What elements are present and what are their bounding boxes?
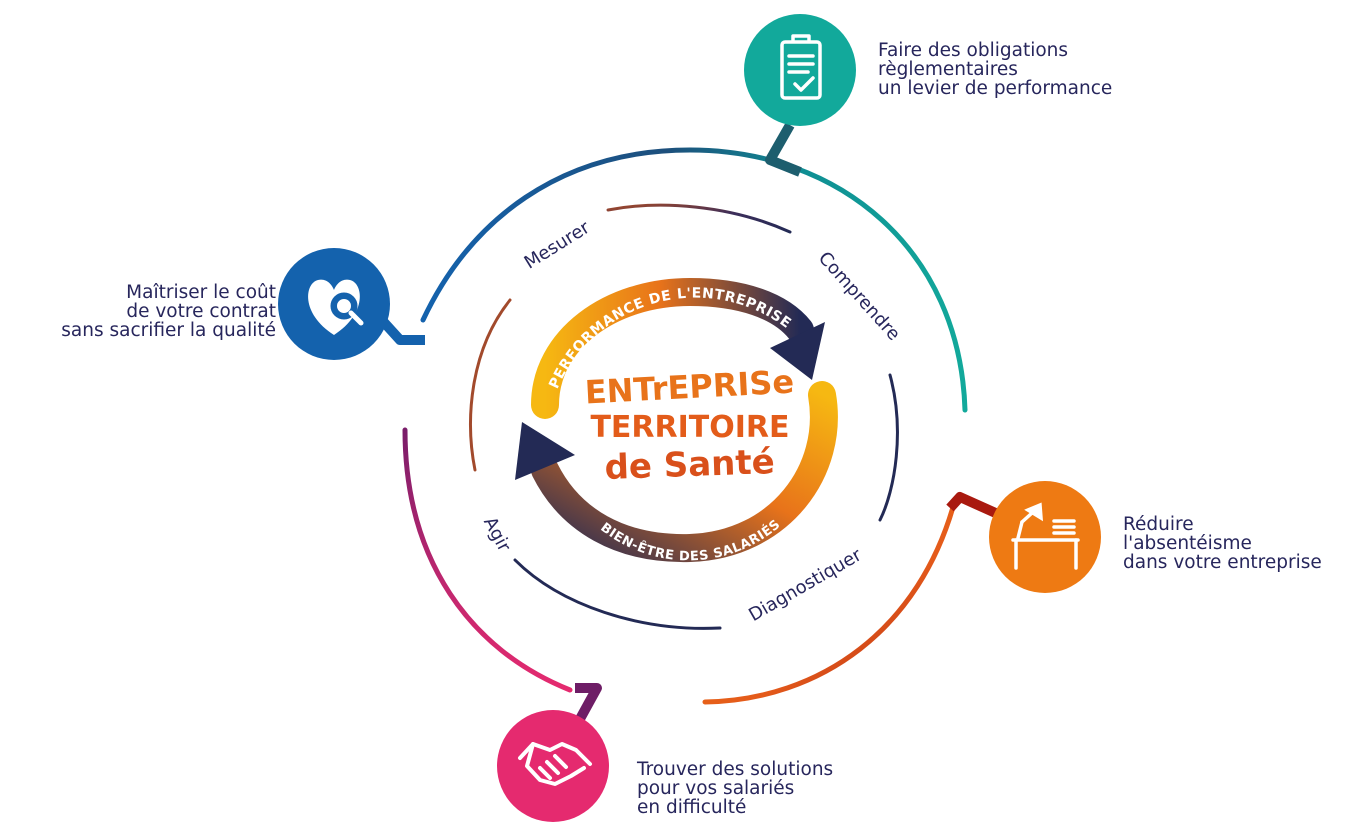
connector-absenteisme [946, 492, 1003, 520]
caption-line: règlementaires [878, 59, 1018, 80]
center-title-line1: ENTrEPRISe [584, 363, 795, 412]
middle-arc-right [878, 373, 899, 522]
connector-obligations [765, 122, 802, 177]
benefit-cout-badge [278, 248, 390, 360]
caption-line: sans sacrifier la qualité [61, 320, 276, 341]
outer-arc-right [702, 497, 958, 705]
clipboard-check-icon [780, 34, 822, 100]
caption-line: un levier de performance [878, 78, 1113, 99]
benefit-obligations-text: Faire des obligations règlementaires un … [878, 41, 1112, 98]
benefit-cout-text: Maîtriser le coût de votre contrat sans … [61, 283, 276, 340]
middle-arc-bottom [513, 558, 722, 630]
caption-line: pour vos salariés [637, 778, 795, 799]
center-title-line2: TERRITOIRE [590, 410, 789, 445]
outer-arc-top [420, 147, 968, 413]
center-title-line3: de Santé [604, 442, 775, 488]
connector-solutions [570, 683, 602, 731]
heart-magnifier-icon [308, 279, 364, 335]
caption-line: Réduire [1123, 514, 1194, 535]
arrow-bottom-head [515, 422, 575, 480]
caption-line: en difficulté [637, 797, 747, 818]
desk-lamp-icon [1011, 502, 1080, 570]
arrow-bottom-band [531, 381, 838, 563]
connector-cout [376, 314, 425, 345]
caption-line: l'absentéisme [1123, 533, 1252, 554]
arrow-top-head [770, 322, 825, 380]
benefit-solutions-badge [497, 710, 609, 822]
caption-line: dans votre entreprise [1123, 552, 1322, 573]
caption-line: Faire des obligations [878, 40, 1069, 61]
outer-arc-left [402, 427, 573, 693]
caption-line: Trouver des solutions [637, 759, 834, 780]
step-comprendre: Comprendre [814, 248, 904, 345]
benefit-absenteisme-badge [989, 481, 1101, 593]
arrow-top-band [531, 277, 814, 419]
middle-arc-left [469, 298, 512, 472]
benefit-absenteisme-text: Réduire l'absentéisme dans votre entrepr… [1123, 515, 1322, 572]
benefit-solutions-text: Trouver des solutions pour vos salariés … [637, 760, 833, 817]
caption-line: de votre contrat [126, 301, 276, 322]
step-agir: Agir [479, 514, 515, 556]
step-mesurer: Mesurer [521, 217, 594, 274]
benefit-obligations-badge [744, 14, 856, 126]
middle-arc-top [606, 203, 792, 234]
step-diagnostiquer: Diagnostiquer [745, 544, 866, 626]
caption-line: Maîtriser le coût [126, 282, 276, 303]
handshake-icon [518, 742, 592, 786]
